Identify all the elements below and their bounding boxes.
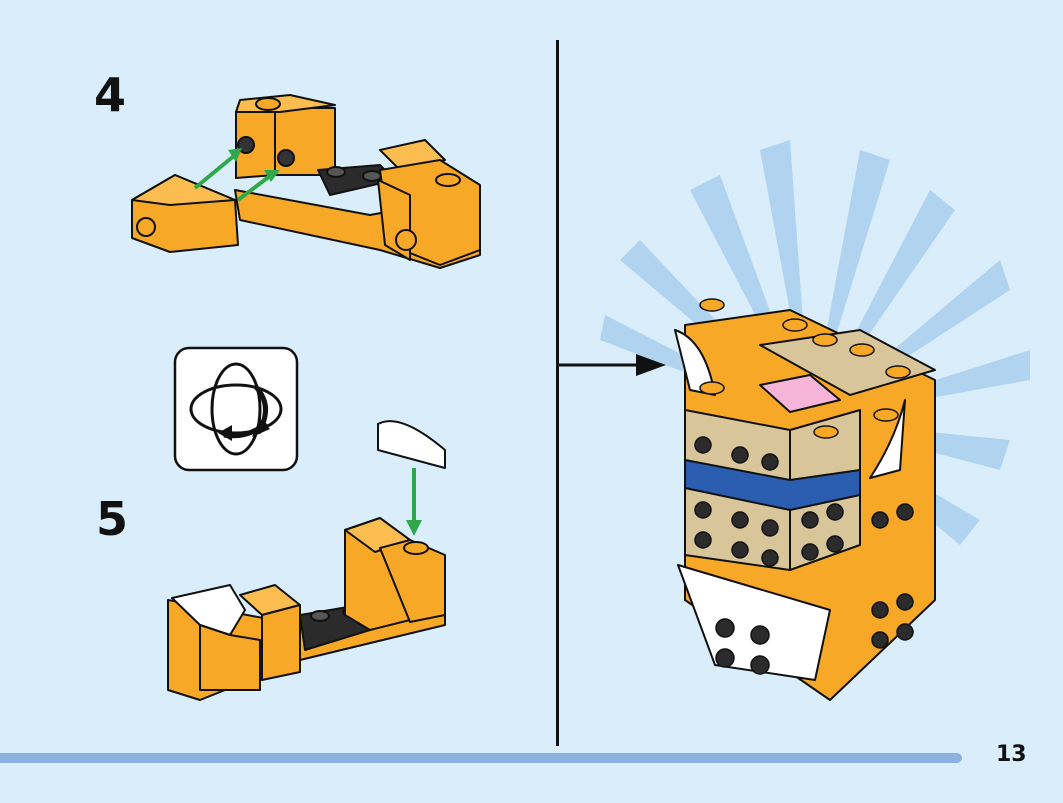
- step-number-5: 5: [96, 492, 129, 546]
- step-number-4: 4: [94, 68, 127, 122]
- step5-assembly-arrow: [406, 468, 422, 536]
- step4-assembly-arrows: [193, 148, 280, 202]
- page-divider: [556, 40, 559, 746]
- footer-accent-bar: [0, 753, 962, 763]
- final-model-white-plate: [677, 564, 831, 681]
- step5-white-round-tile: [377, 420, 446, 469]
- page-number: 13: [996, 742, 1027, 767]
- rotate-model-icon: [173, 346, 299, 472]
- pointer-arrow: [556, 354, 666, 376]
